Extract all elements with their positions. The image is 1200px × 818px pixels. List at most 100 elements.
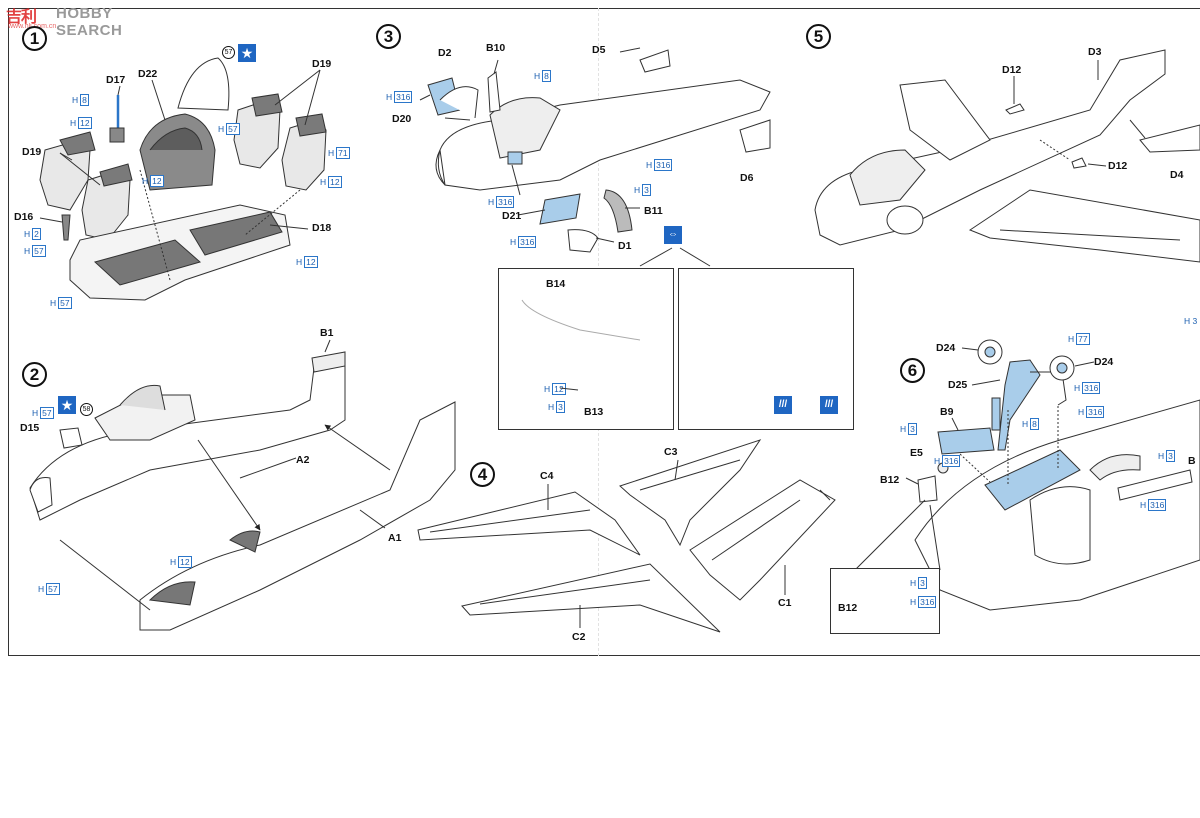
label-b12: B12 (838, 602, 858, 614)
part-bulkhead (139, 113, 216, 191)
label-c1: C1 (778, 597, 792, 609)
label-c2: C2 (572, 631, 586, 643)
label-d12: D12 (1002, 64, 1022, 76)
label-d24: D24 (1094, 356, 1114, 368)
label-d1: D1 (618, 240, 632, 252)
label-c4: C4 (540, 470, 554, 482)
label-d19: D19 (312, 58, 332, 70)
star-icon: ★ (238, 44, 256, 62)
label-d25: D25 (948, 379, 968, 391)
label-d2: D2 (438, 47, 452, 59)
step4-artwork (417, 439, 836, 633)
label-d15: D15 (20, 422, 40, 434)
label-d4: D4 (1170, 169, 1184, 181)
note-57: 57 (222, 46, 235, 59)
wing-c4 (417, 491, 641, 556)
watermark-text: HOBBY SEARCH (56, 5, 123, 39)
label-d24: D24 (936, 342, 956, 354)
step-number-4: 4 (470, 462, 495, 487)
label-b1: B1 (320, 327, 334, 339)
label-d21: D21 (502, 210, 522, 222)
part-b9 (937, 427, 995, 455)
step1-artwork (39, 57, 327, 301)
label-d16: D16 (14, 211, 34, 223)
label-d5: D5 (592, 44, 606, 56)
gear-leg-blue (997, 359, 1041, 451)
inset-a-lines (521, 299, 641, 391)
label-b14: B14 (546, 278, 566, 290)
watermark-logo: 吉利 (6, 9, 37, 26)
step-number-1: 1 (22, 26, 47, 51)
wing-c1 (689, 479, 836, 601)
note-58: 58 (80, 403, 93, 416)
label-b11: B11 (644, 205, 663, 217)
wing-c2 (461, 563, 721, 633)
label-e5: E5 (910, 447, 923, 459)
step-number-3: 3 (376, 24, 401, 49)
label-d18: D18 (312, 222, 332, 234)
star-icon: ★ (58, 396, 76, 414)
step3-artwork (419, 47, 771, 253)
step6-artwork (854, 339, 1200, 611)
label-d22: D22 (138, 68, 158, 80)
label-b-edge: B (1188, 455, 1196, 467)
part-windscreen-blue-d21 (539, 193, 581, 225)
label-d12: D12 (1108, 160, 1128, 172)
swap-icon: ⇔ (664, 226, 682, 244)
label-b9: B9 (940, 406, 954, 418)
label-b13: B13 (584, 406, 604, 418)
paint-callout-edge: H 3 (1184, 316, 1198, 326)
step5-artwork (814, 49, 1200, 263)
step-number-2: 2 (22, 362, 47, 387)
step-number-6: 6 (900, 358, 925, 383)
wing-upper (899, 79, 991, 161)
label-c3: C3 (664, 446, 678, 458)
label-d19: D19 (22, 146, 42, 158)
label-b10: B10 (486, 42, 506, 54)
inset-option-a (498, 268, 674, 430)
step-number-5: 5 (806, 24, 831, 49)
label-a2: A2 (296, 454, 310, 466)
label-d3: D3 (1088, 46, 1102, 58)
label-d20: D20 (392, 113, 412, 125)
label-d6: D6 (740, 172, 754, 184)
label-a1: A1 (388, 532, 402, 544)
wing-lower (968, 189, 1200, 263)
step2-artwork (29, 339, 456, 631)
part-canopy (177, 57, 230, 111)
wing-c3 (619, 439, 762, 547)
gear-bay-blue (984, 449, 1081, 511)
label-d17: D17 (106, 74, 126, 86)
